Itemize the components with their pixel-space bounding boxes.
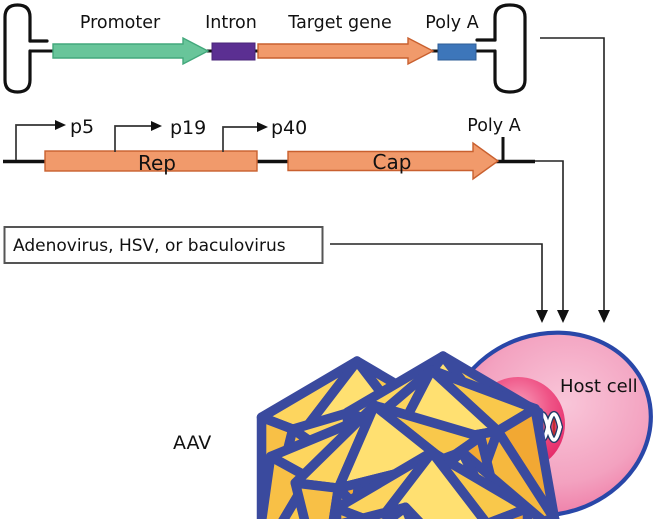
promoter-arrow — [52, 36, 210, 66]
polya-box-transgene — [437, 43, 477, 61]
p5-promoter-arrow-icon — [15, 124, 55, 160]
promoter-label: Promoter — [80, 13, 161, 33]
p40-promoter-arrow-icon — [222, 126, 257, 152]
aav-label: AAV — [173, 432, 211, 454]
p5-arrowhead-icon — [55, 120, 66, 130]
p40-arrowhead-icon — [257, 122, 268, 132]
intron-label: Intron — [205, 13, 257, 33]
rep-label: Rep — [138, 151, 176, 175]
host-cell-label: Host cell — [560, 376, 638, 397]
intron-box — [211, 42, 256, 61]
connector-repcap-arrowhead-icon — [557, 310, 569, 323]
p19-label: p19 — [170, 117, 206, 139]
target-gene-label: Target gene — [287, 13, 391, 33]
p5-label: p5 — [70, 116, 94, 138]
connector-helper-to-cell — [330, 243, 543, 311]
connector-transgene-arrowhead-icon — [598, 310, 610, 323]
itr-right-hairpin-icon — [475, 3, 527, 94]
target-gene-arrow — [257, 36, 435, 66]
cap-arrow — [287, 141, 500, 181]
itr-left-hairpin-icon — [3, 3, 49, 94]
connector-repcap-to-cell — [535, 160, 564, 311]
cap-label: Cap — [373, 150, 412, 174]
helper-virus-box — [3, 226, 324, 264]
polya-label-repcap: Poly A — [467, 116, 520, 136]
p19-promoter-arrow-icon — [114, 125, 151, 152]
connector-helper-arrowhead-icon — [536, 310, 548, 323]
helper-virus-label: Adenovirus, HSV, or baculovirus — [13, 236, 286, 256]
rep-box — [44, 150, 258, 172]
polya-label-transgene: Poly A — [425, 13, 478, 33]
connector-transgene-to-cell — [540, 37, 605, 311]
p40-label: p40 — [271, 117, 307, 139]
p19-arrowhead-icon — [151, 121, 162, 131]
